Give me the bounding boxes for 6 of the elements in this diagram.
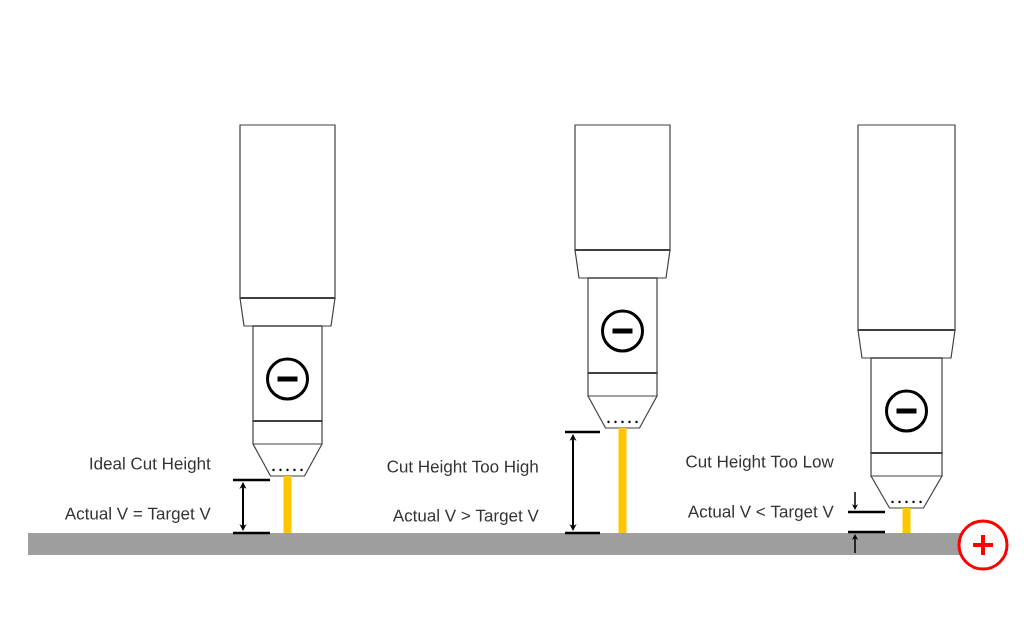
voltage-label: Actual V > Target V	[392, 509, 539, 525]
voltage-label: Actual V < Target V	[687, 505, 834, 521]
height-label: Cut Height Too Low	[686, 455, 834, 471]
height-label: Cut Height Too High	[387, 460, 538, 476]
height-label: Ideal Cut Height	[90, 457, 211, 473]
voltage-label: Actual V = Target V	[64, 507, 211, 523]
